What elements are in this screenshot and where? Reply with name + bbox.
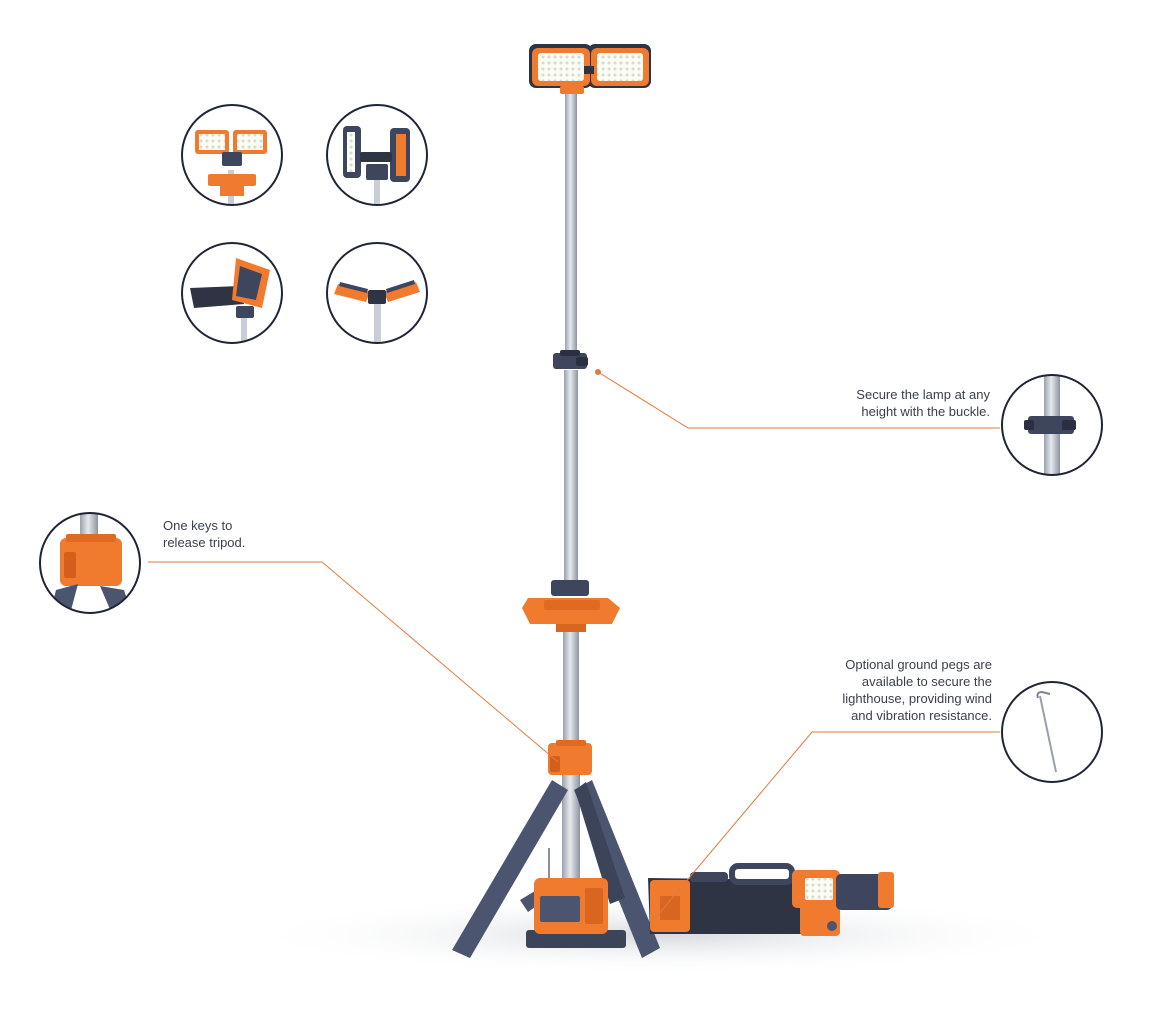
detail-circle-lamp-angled-ring: [326, 242, 428, 344]
callout-pegs-text: Optional ground pegs are available to se…: [842, 657, 992, 723]
detail-circle-lamp-folded: [182, 243, 282, 343]
detail-circle-buckle: [1002, 375, 1102, 475]
detail-circle-release-key-ring: [39, 512, 141, 614]
leader-lines: [148, 371, 1000, 923]
detail-circle-lamp-side-ring: [326, 104, 428, 206]
detail-circle-lamp-folded-ring: [181, 242, 283, 344]
detail-circle-lamp-front-ring: [181, 104, 283, 206]
detail-circle-lamp-front: [182, 105, 282, 205]
lamp-head: [529, 44, 651, 94]
storage-case: [648, 863, 894, 936]
floor-shadow: [240, 895, 1080, 975]
pole-buckle: [553, 350, 588, 369]
tripod-collar: [522, 580, 620, 632]
leader-dot: [595, 369, 601, 375]
detail-circle-lamp-angled: [327, 243, 427, 343]
tripod-legs: [452, 780, 660, 958]
detail-circle-ground-peg: [1002, 682, 1102, 782]
release-key: [548, 740, 592, 775]
detail-circle-buckle-ring: [1001, 374, 1103, 476]
telescopic-pole: [562, 94, 580, 885]
detail-circle-ground-peg-ring: [1001, 681, 1103, 783]
callout-buckle-text: Secure the lamp at any height with the b…: [856, 387, 990, 419]
detail-circle-lamp-side: [327, 105, 427, 205]
detail-circle-release-key: [40, 513, 140, 613]
callout-tripod-text: One keys to release tripod.: [163, 518, 246, 550]
battery-base: [526, 878, 626, 948]
